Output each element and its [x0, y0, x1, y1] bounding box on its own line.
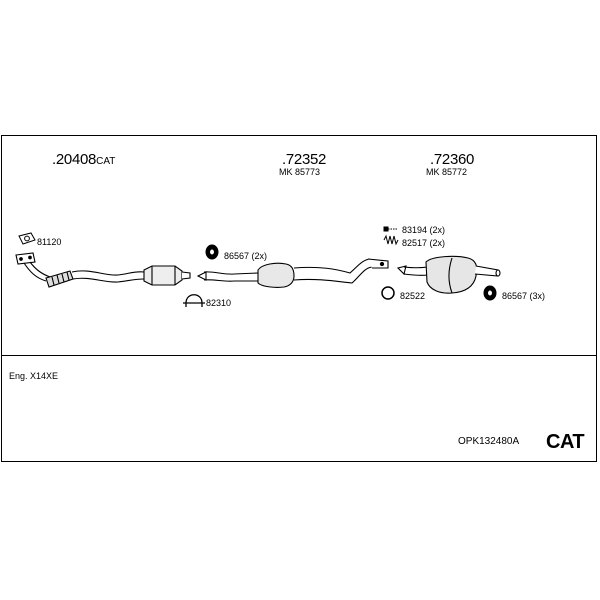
middle-silencer-number: .72352 [282, 151, 327, 168]
callout-bolt-top: 83194 (2x) [402, 225, 446, 235]
clamp-icon [183, 294, 205, 307]
front-pipe-with-catalyst [15, 252, 191, 288]
rubber-hanger-rear-icon [483, 285, 497, 301]
callout-spring-top: 82517 (2x) [402, 238, 446, 248]
callout-gasket-front: 81120 [37, 237, 62, 247]
engine-code: Eng. X14XE [9, 371, 59, 381]
callout-ring-gasket: 82522 [400, 291, 426, 301]
front-pipe-suffix: CAT [96, 156, 116, 167]
diagram-divider [1, 355, 597, 356]
rear-silencer-number: .72360 [430, 151, 475, 168]
diagram-frame [1, 135, 597, 462]
callout-hanger-rear: 86567 (3x) [502, 291, 546, 301]
rubber-hanger-front-icon [205, 244, 219, 260]
rear-silencer-mk: MK 85772 [426, 167, 468, 177]
rear-silencer [396, 255, 501, 294]
middle-silencer [196, 258, 389, 288]
gasket-front-icon [18, 232, 36, 245]
middle-silencer-mk: MK 85773 [279, 167, 321, 177]
callout-clamp: 82310 [206, 298, 232, 308]
spring-icon [383, 234, 399, 246]
ring-gasket-icon [381, 286, 395, 300]
kit-code: OPK132480A [458, 436, 520, 447]
callout-hanger-front: 86567 (2x) [224, 251, 268, 261]
header-front-pipe: .20408CAT [52, 152, 115, 168]
bolt-icon [383, 226, 398, 232]
front-pipe-number: .20408 [52, 151, 97, 168]
cat-badge: CAT [546, 431, 585, 453]
